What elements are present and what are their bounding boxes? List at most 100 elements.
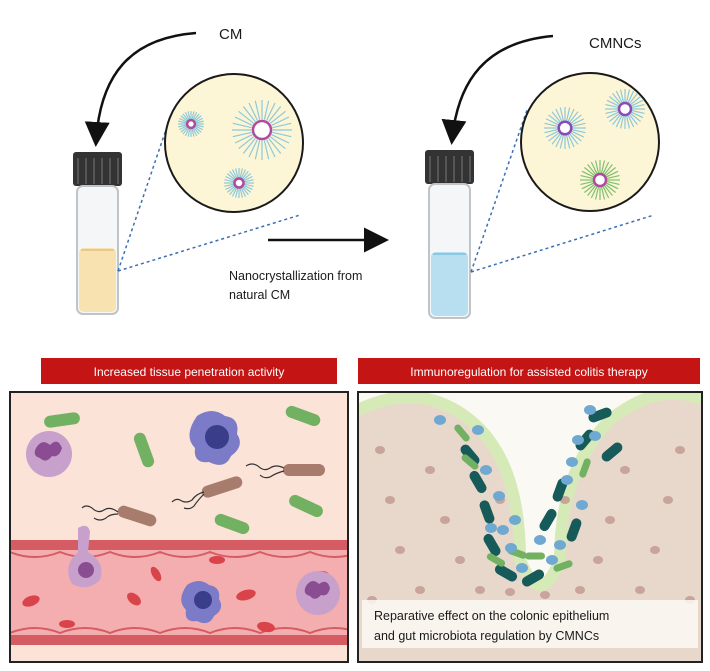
- dark-bacterium: [469, 470, 487, 494]
- blue-particle: [554, 540, 566, 550]
- cm-vial: [73, 152, 122, 315]
- cmncs-label: CMNCs: [589, 35, 642, 52]
- vial-cap: [73, 152, 122, 186]
- cell-nucleus: [675, 446, 685, 454]
- process-label-line2: natural CM: [229, 288, 290, 302]
- colonic-epithelium: [358, 393, 702, 662]
- dark-bacterium: [588, 407, 612, 423]
- cell-nucleus: [540, 591, 550, 599]
- micelle-particle: [178, 111, 204, 137]
- cmncs-curved-arrow: [441, 34, 554, 145]
- macrophage-cell: [189, 411, 240, 465]
- cell-nucleus: [620, 466, 630, 474]
- green-bacteria: [44, 405, 323, 535]
- cell-nucleus: [425, 466, 435, 474]
- blue-particle: [434, 415, 446, 425]
- blue-particle: [572, 435, 584, 445]
- blue-particle: [485, 523, 497, 533]
- dark-bacterium: [479, 500, 495, 524]
- blue-particle: [516, 563, 528, 573]
- cell-nucleus: [375, 446, 385, 454]
- cell-nucleus: [605, 516, 615, 524]
- green-bacterium: [579, 458, 591, 478]
- blue-particle: [589, 431, 601, 441]
- cm-zoom-circle: [164, 73, 304, 213]
- dark-bacterium: [601, 442, 623, 462]
- blue-particle: [505, 543, 517, 553]
- dark-bacterium: [521, 569, 545, 587]
- extravasating-cell: [68, 525, 102, 588]
- green-bacterium: [486, 553, 506, 567]
- blue-particle: [480, 465, 492, 475]
- flagellated-bacteria: [81, 463, 325, 527]
- blue-particle: [509, 515, 521, 525]
- green-bacterium: [461, 454, 479, 470]
- cell-nucleus: [455, 556, 465, 564]
- right-caption-line2: and gut microbiota regulation by CMNCs: [374, 629, 599, 643]
- dark-bacterium: [460, 444, 480, 466]
- right-banner: [358, 358, 700, 384]
- micelle-particle: [580, 160, 620, 200]
- green-bacterium: [454, 424, 470, 442]
- micelle-particle: [232, 100, 292, 160]
- cm-particles: [178, 100, 292, 198]
- blue-particle: [576, 500, 588, 510]
- vial-cap: [425, 150, 474, 184]
- macrophage-vessel-cell: [181, 581, 222, 624]
- cell-nucleus: [560, 496, 570, 504]
- cell-nucleus: [385, 496, 395, 504]
- micelle-particle: [224, 168, 254, 198]
- dark-bacterium: [539, 508, 557, 532]
- left-banner: [41, 358, 337, 384]
- cell-nucleus: [395, 546, 405, 554]
- mucus-layer: [358, 392, 702, 591]
- zoom-line-bottom: [117, 214, 301, 272]
- left-panel-frame: [9, 391, 349, 663]
- zoom-line-bottom: [470, 214, 655, 273]
- blue-particle: [566, 457, 578, 467]
- vessel-wall-bottom: [10, 635, 348, 645]
- blue-particle: [584, 405, 596, 415]
- green-bacterium: [553, 560, 573, 572]
- cell-nucleus: [415, 586, 425, 594]
- cm-label: CM: [219, 26, 242, 43]
- blue-particle: [546, 555, 558, 565]
- right-panel-frame: [357, 391, 703, 663]
- cell-nucleus: [505, 588, 515, 596]
- cell-nucleus: [593, 556, 603, 564]
- cmncs-particles: [544, 89, 645, 200]
- green-bacterium: [525, 552, 545, 560]
- blue-particle: [561, 475, 573, 485]
- micelle-particle: [544, 107, 586, 149]
- crypt-bacteria: [434, 405, 623, 587]
- zoom-line-top: [117, 111, 173, 272]
- cmncs-zoom-circle: [520, 72, 660, 212]
- neutrophil-vessel-cell: [296, 571, 340, 615]
- right-banner-text: Immunoregulation for assisted colitis th…: [410, 365, 647, 379]
- cell-nucleus: [650, 546, 660, 554]
- vessel-wall-top: [10, 540, 348, 550]
- right-caption-line1: Reparative effect on the colonic epithel…: [374, 609, 609, 623]
- dark-bacterium: [494, 564, 518, 582]
- cell-nucleus: [440, 516, 450, 524]
- blue-particle: [534, 535, 546, 545]
- cell-nucleus: [475, 586, 485, 594]
- dark-bacterium: [483, 533, 501, 557]
- dark-bacterium: [552, 478, 568, 502]
- cell-nucleus: [635, 586, 645, 594]
- cmncs-vial: [425, 150, 474, 319]
- neutrophil-cell: [26, 431, 72, 477]
- micelle-particle: [605, 89, 645, 129]
- cell-nucleus: [663, 496, 673, 504]
- blue-particle: [472, 425, 484, 435]
- tissue-penetration-panel: [10, 392, 348, 662]
- cm-section: CM: [73, 26, 304, 315]
- cell-nucleus: [575, 586, 585, 594]
- blue-particle: [497, 525, 509, 535]
- process-label-line1: Nanocrystallization from: [229, 269, 362, 283]
- left-banner-text: Increased tissue penetration activity: [94, 365, 285, 379]
- zoom-line-top: [470, 109, 528, 273]
- cmncs-liquid: [431, 252, 468, 316]
- cmncs-section: CMNCs: [425, 34, 660, 319]
